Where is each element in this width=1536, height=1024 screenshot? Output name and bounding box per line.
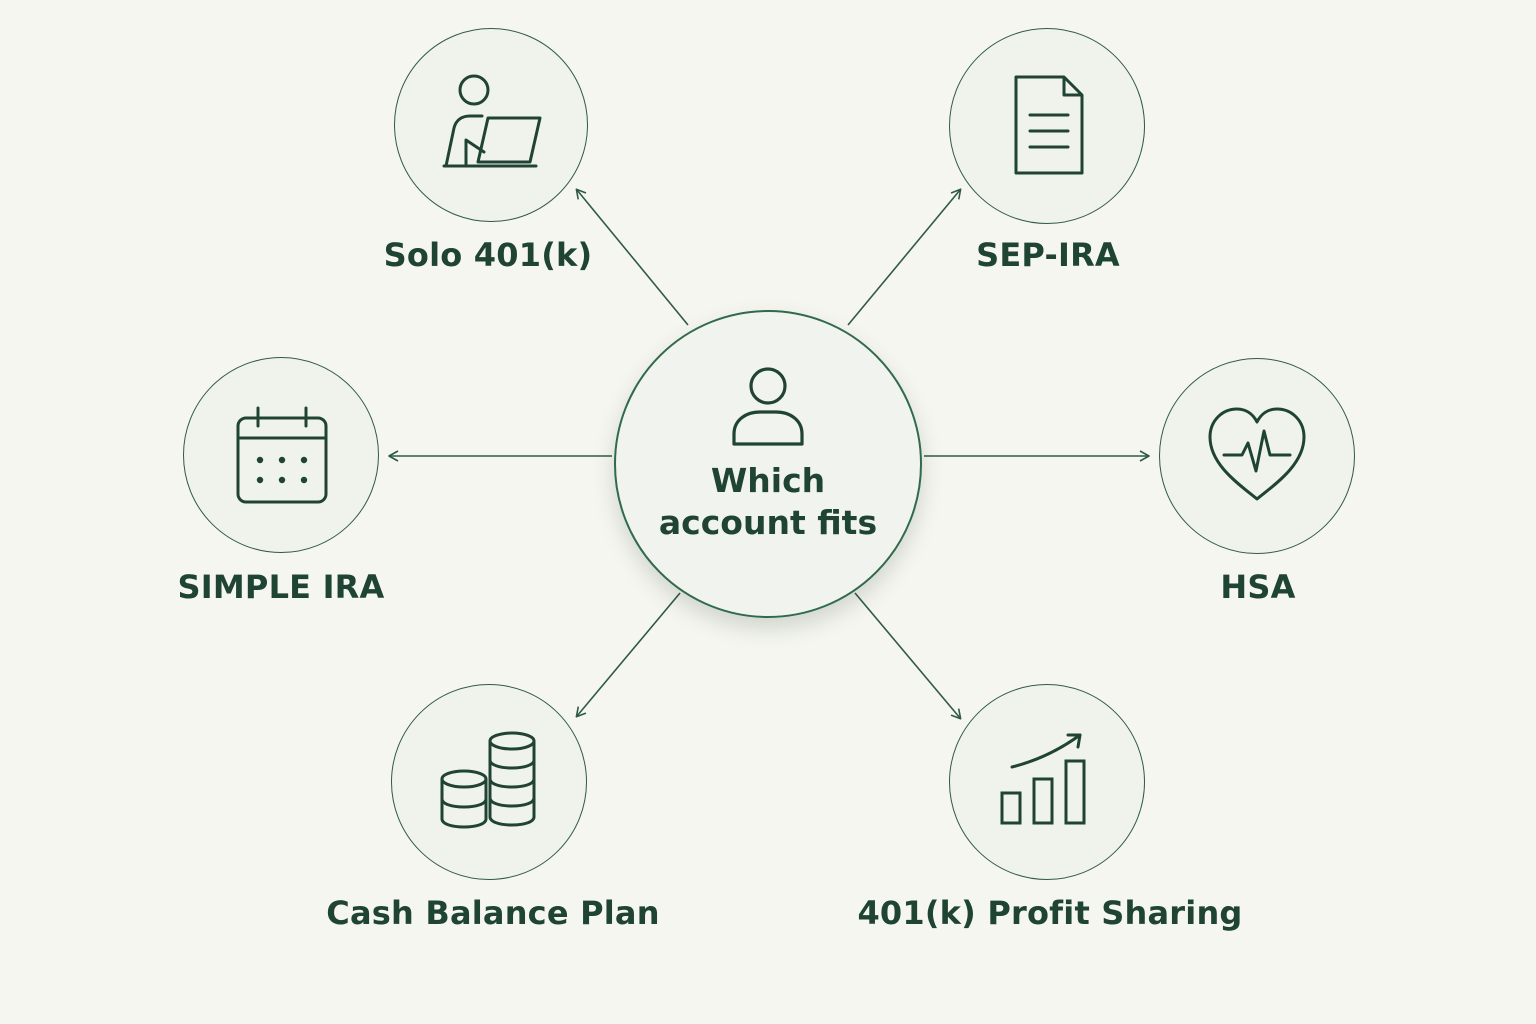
node-solo-401k [394, 28, 588, 222]
label-hsa: HSA [1220, 568, 1296, 606]
label-cash-balance-plan: Cash Balance Plan [326, 894, 660, 932]
label-simple-ira: SIMPLE IRA [177, 568, 385, 606]
person-laptop-icon [442, 74, 542, 168]
node-simple-ira [183, 357, 379, 553]
node-sep-ira [949, 28, 1145, 224]
center-node: Which account fits [614, 310, 922, 618]
node-hsa [1159, 358, 1355, 554]
node-cash-balance-plan [391, 684, 587, 880]
person-icon [732, 367, 804, 446]
node-401k-profit-sharing [949, 684, 1145, 880]
growth-chart-icon [1000, 733, 1086, 825]
center-line-1: Which [710, 461, 826, 500]
arrow-to-401k-profit-sharing [854, 592, 962, 720]
label-solo-401k: Solo 401(k) [383, 236, 593, 274]
heart-pulse-icon [1208, 407, 1306, 501]
arrow-to-cash-balance-plan [575, 592, 681, 718]
center-question: Which account fits [659, 460, 877, 544]
center-line-2: account fits [658, 503, 878, 542]
document-icon [1014, 75, 1084, 175]
arrow-to-solo-401k [575, 188, 689, 326]
coin-stack-icon [440, 731, 536, 829]
calendar-icon [236, 406, 328, 504]
label-sep-ira: SEP-IRA [976, 236, 1120, 274]
arrow-to-sep-ira [847, 188, 962, 326]
label-401k-profit-sharing: 401(k) Profit Sharing [857, 894, 1243, 932]
